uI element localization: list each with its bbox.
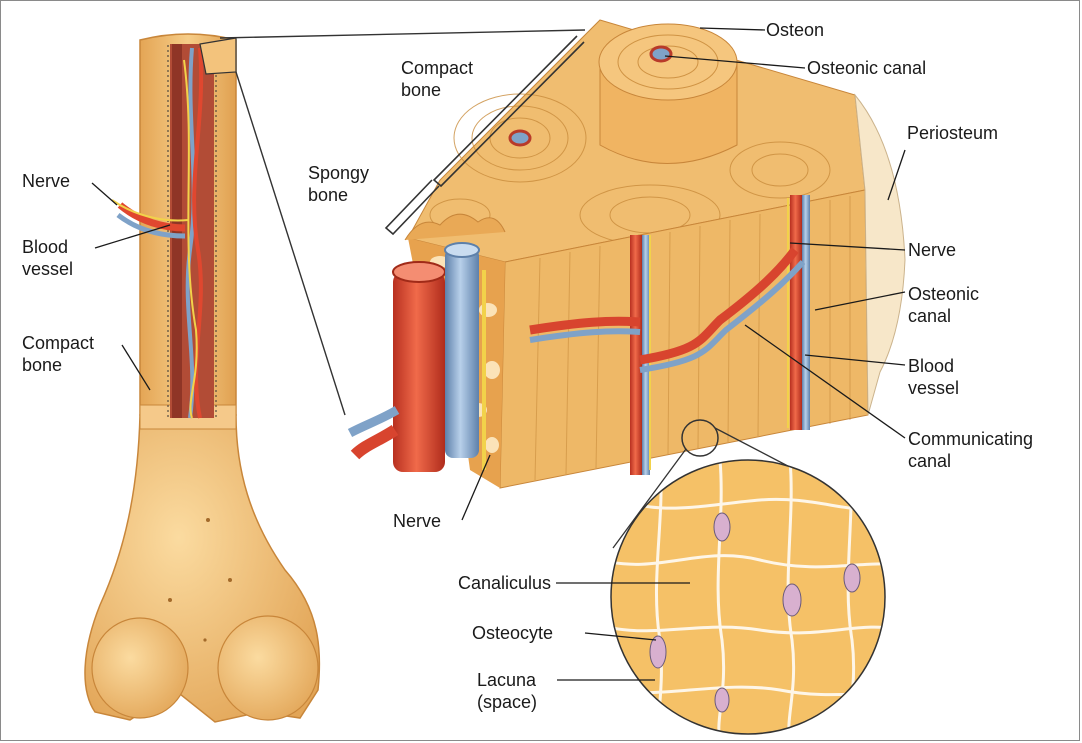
periosteal-artery xyxy=(393,272,445,472)
osteonic-canal-opening xyxy=(651,47,671,61)
osteocyte-cell xyxy=(714,513,730,541)
osteocyte-cell xyxy=(844,564,860,592)
label-nerve-bottom: Nerve xyxy=(393,510,441,532)
label-osteocyte: Osteocyte xyxy=(472,622,553,644)
foramen-dot xyxy=(203,638,206,641)
label-periosteum: Periosteum xyxy=(907,122,998,144)
periosteal-vein xyxy=(445,248,479,458)
label-nerve-left: Nerve xyxy=(22,170,70,192)
foramen-dot xyxy=(206,518,210,522)
osteocyte-cell xyxy=(715,688,729,712)
label-lacuna: Lacuna(space) xyxy=(477,669,537,713)
foramen-dot xyxy=(168,598,172,602)
osteocyte-cell xyxy=(783,584,801,616)
condyle-right xyxy=(218,616,318,720)
artery-branch xyxy=(355,430,395,455)
long-bone xyxy=(85,34,319,722)
artery-opening xyxy=(393,262,445,282)
osteon-artery-1 xyxy=(630,235,642,475)
osteonic-canal-small xyxy=(510,131,530,145)
section-marker xyxy=(200,38,236,74)
label-osteon: Osteon xyxy=(766,19,824,41)
condyle-left xyxy=(92,618,188,718)
label-canaliculus: Canaliculus xyxy=(458,572,551,594)
magnified-lacunae-view xyxy=(600,460,900,740)
projection-line-bottom xyxy=(236,72,345,415)
vein-opening xyxy=(445,243,479,257)
label-nerve-right: Nerve xyxy=(908,239,956,261)
osteocyte-cell xyxy=(650,636,666,668)
osteon-vein-2 xyxy=(802,195,810,430)
osteon-artery-2 xyxy=(790,195,802,430)
projection-line-top xyxy=(220,30,585,38)
label-osteonic-canal-top: Osteonic canal xyxy=(807,57,926,79)
foramen-dot xyxy=(228,578,232,582)
osteon-cylinder xyxy=(599,24,737,164)
